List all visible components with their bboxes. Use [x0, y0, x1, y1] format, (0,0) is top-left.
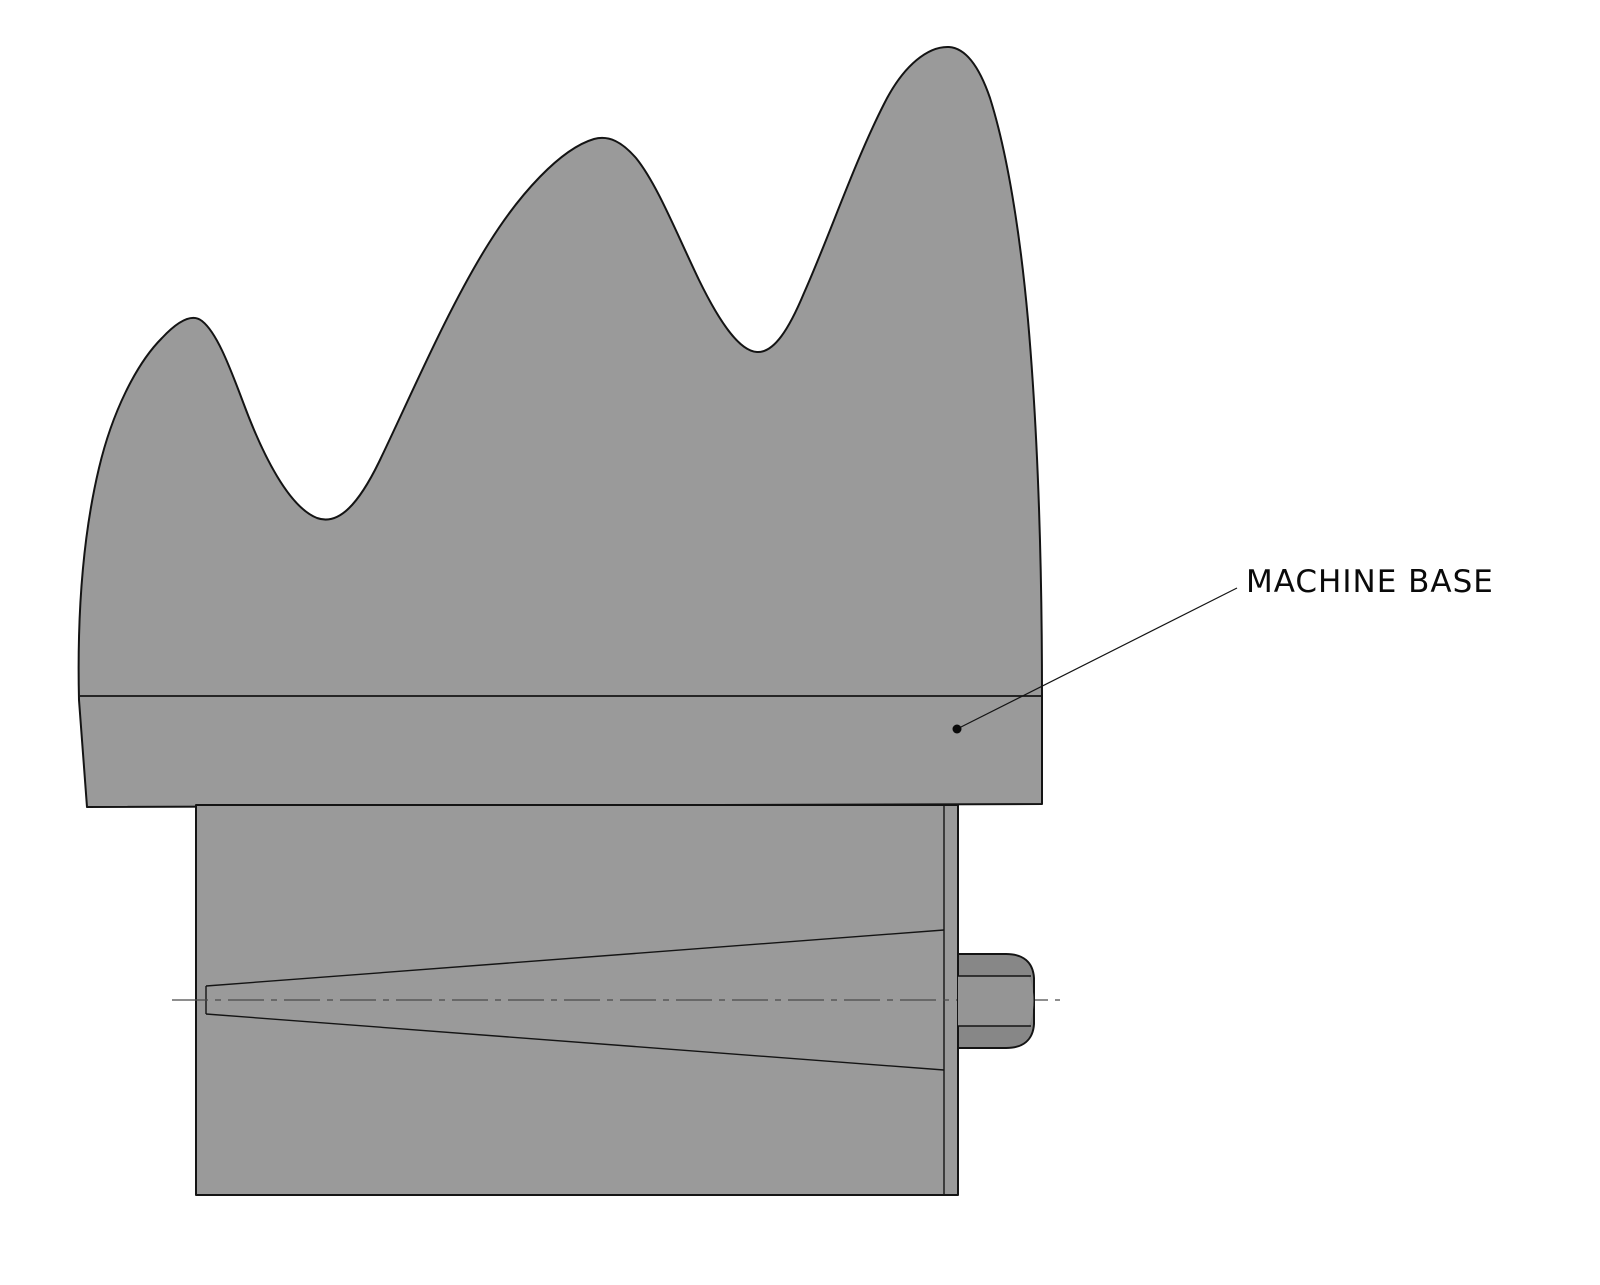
leader-dot	[952, 724, 962, 734]
machine-base-upper-profile	[77, 45, 1043, 808]
machine-base-label: MACHINE BASE	[1246, 564, 1494, 600]
machine-base-part	[77, 45, 1060, 1196]
annotation-group: MACHINE BASE	[952, 564, 1494, 734]
taper-bore-lower-line	[205, 1013, 945, 1071]
leader-line	[956, 587, 1238, 730]
hex-bolt	[957, 953, 1035, 1049]
taper-bore-upper-line	[205, 929, 945, 987]
hex-bolt-mid-facet	[958, 976, 1034, 1026]
